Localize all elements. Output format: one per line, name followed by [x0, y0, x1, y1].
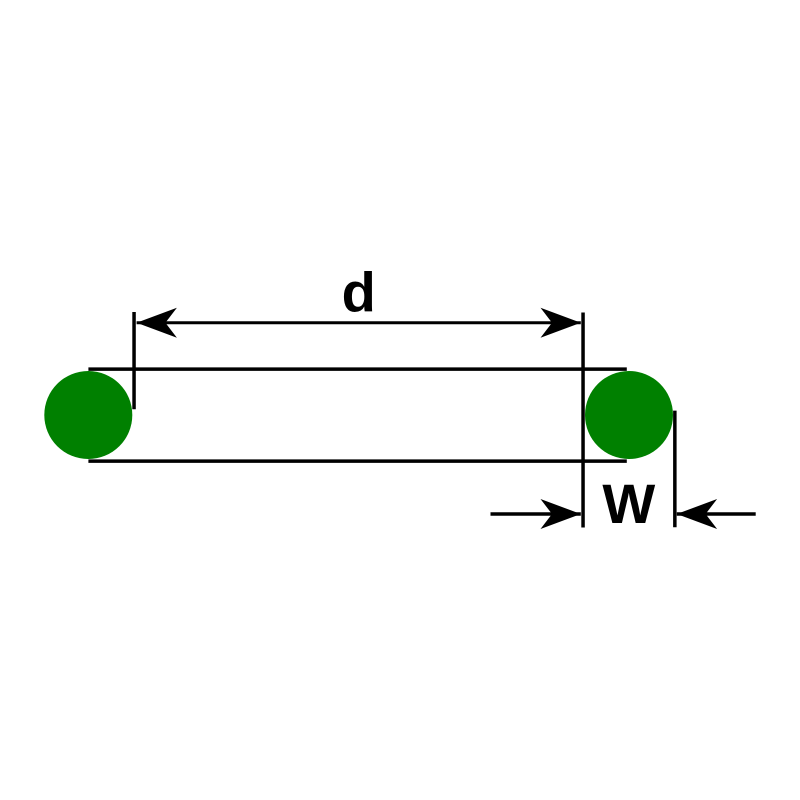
svg-text:d: d: [342, 261, 376, 324]
svg-text:W: W: [602, 472, 655, 535]
